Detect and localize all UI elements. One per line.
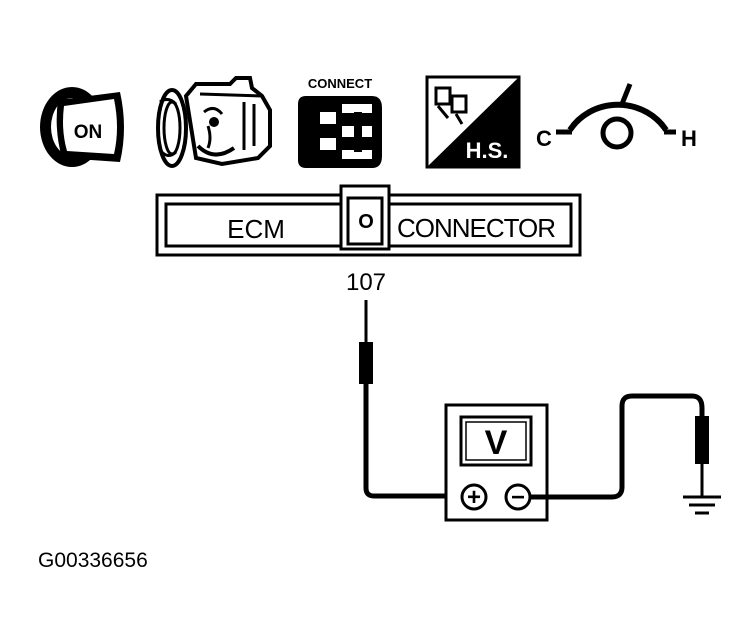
cold-label: C: [536, 126, 552, 151]
positive-terminal-symbol: +: [467, 484, 481, 511]
ignition-key-on-icon: ON: [40, 87, 124, 167]
hot-label: H: [681, 126, 697, 151]
negative-terminal-symbol: −: [511, 484, 525, 511]
ecm-connector-block: ECM O CONNECTOR: [155, 184, 582, 257]
voltmeter: V + −: [444, 403, 549, 522]
negative-lead: [530, 393, 709, 500]
connector-icon: CONNECT: [298, 76, 382, 168]
positive-terminal: [460, 483, 488, 511]
positive-probe-lead: [359, 300, 450, 499]
hand-selector-icon: H.S.: [425, 75, 521, 169]
temperature-gauge-icon: C H: [536, 83, 697, 151]
ground-icon: [683, 495, 721, 515]
connector-pin-symbol: O: [358, 211, 374, 233]
connector-label: CONNECTOR: [397, 213, 555, 243]
figure-id: G00336656: [38, 549, 148, 572]
hand-selector-label: H.S.: [466, 138, 509, 163]
ecm-label: ECM: [227, 214, 285, 244]
engine-icon: [156, 76, 272, 168]
ignition-on-label: ON: [74, 122, 103, 143]
voltmeter-display: V: [485, 424, 508, 462]
connect-label: CONNECT: [308, 76, 372, 91]
pin-number-label: 107: [346, 269, 386, 296]
